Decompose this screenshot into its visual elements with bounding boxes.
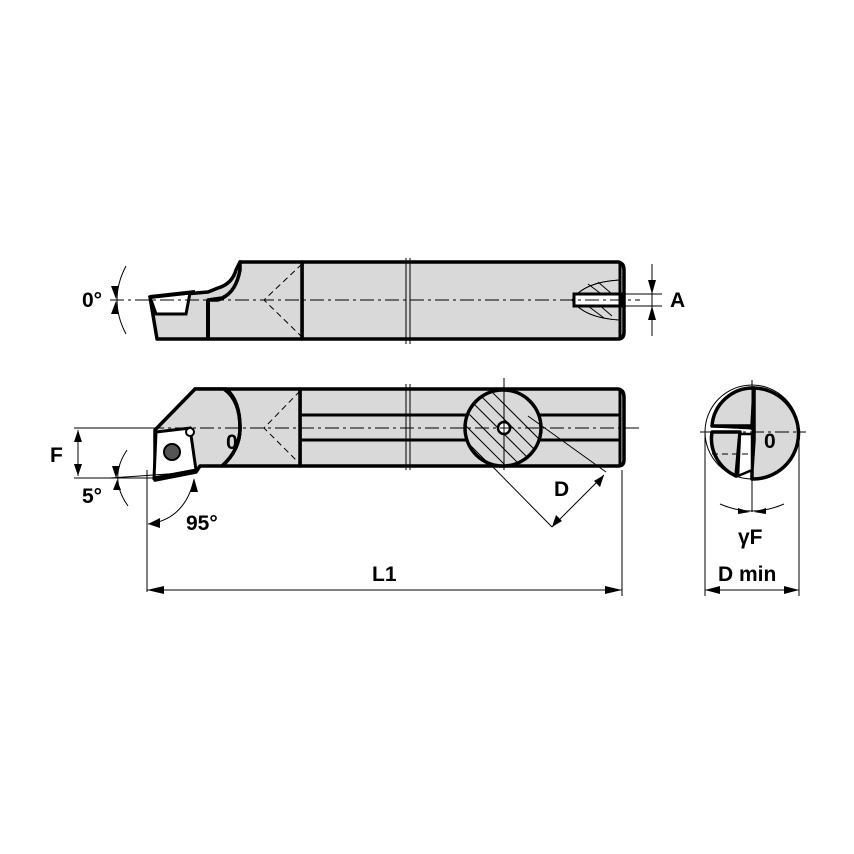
- label-d: D: [554, 478, 569, 501]
- top-view: A 0°: [82, 258, 685, 344]
- front-body-mark: 0: [226, 431, 238, 454]
- end-body-left: [710, 386, 756, 428]
- label-angle-5: 5°: [82, 485, 102, 508]
- label-angle-0: 0°: [82, 289, 102, 312]
- end-body-mark: 0: [764, 430, 776, 453]
- end-view: 0 γF D min: [700, 380, 806, 596]
- label-l1: L1: [372, 563, 397, 586]
- label-a: A: [670, 289, 685, 312]
- label-f: F: [50, 444, 63, 467]
- end-body: [750, 386, 801, 481]
- label-angle-95: 95°: [186, 512, 218, 535]
- label-d-min: D min: [718, 563, 776, 586]
- insert-screw-icon: [163, 443, 181, 461]
- label-gamma-f: γF: [738, 526, 763, 549]
- front-view: 0 D: [50, 378, 640, 596]
